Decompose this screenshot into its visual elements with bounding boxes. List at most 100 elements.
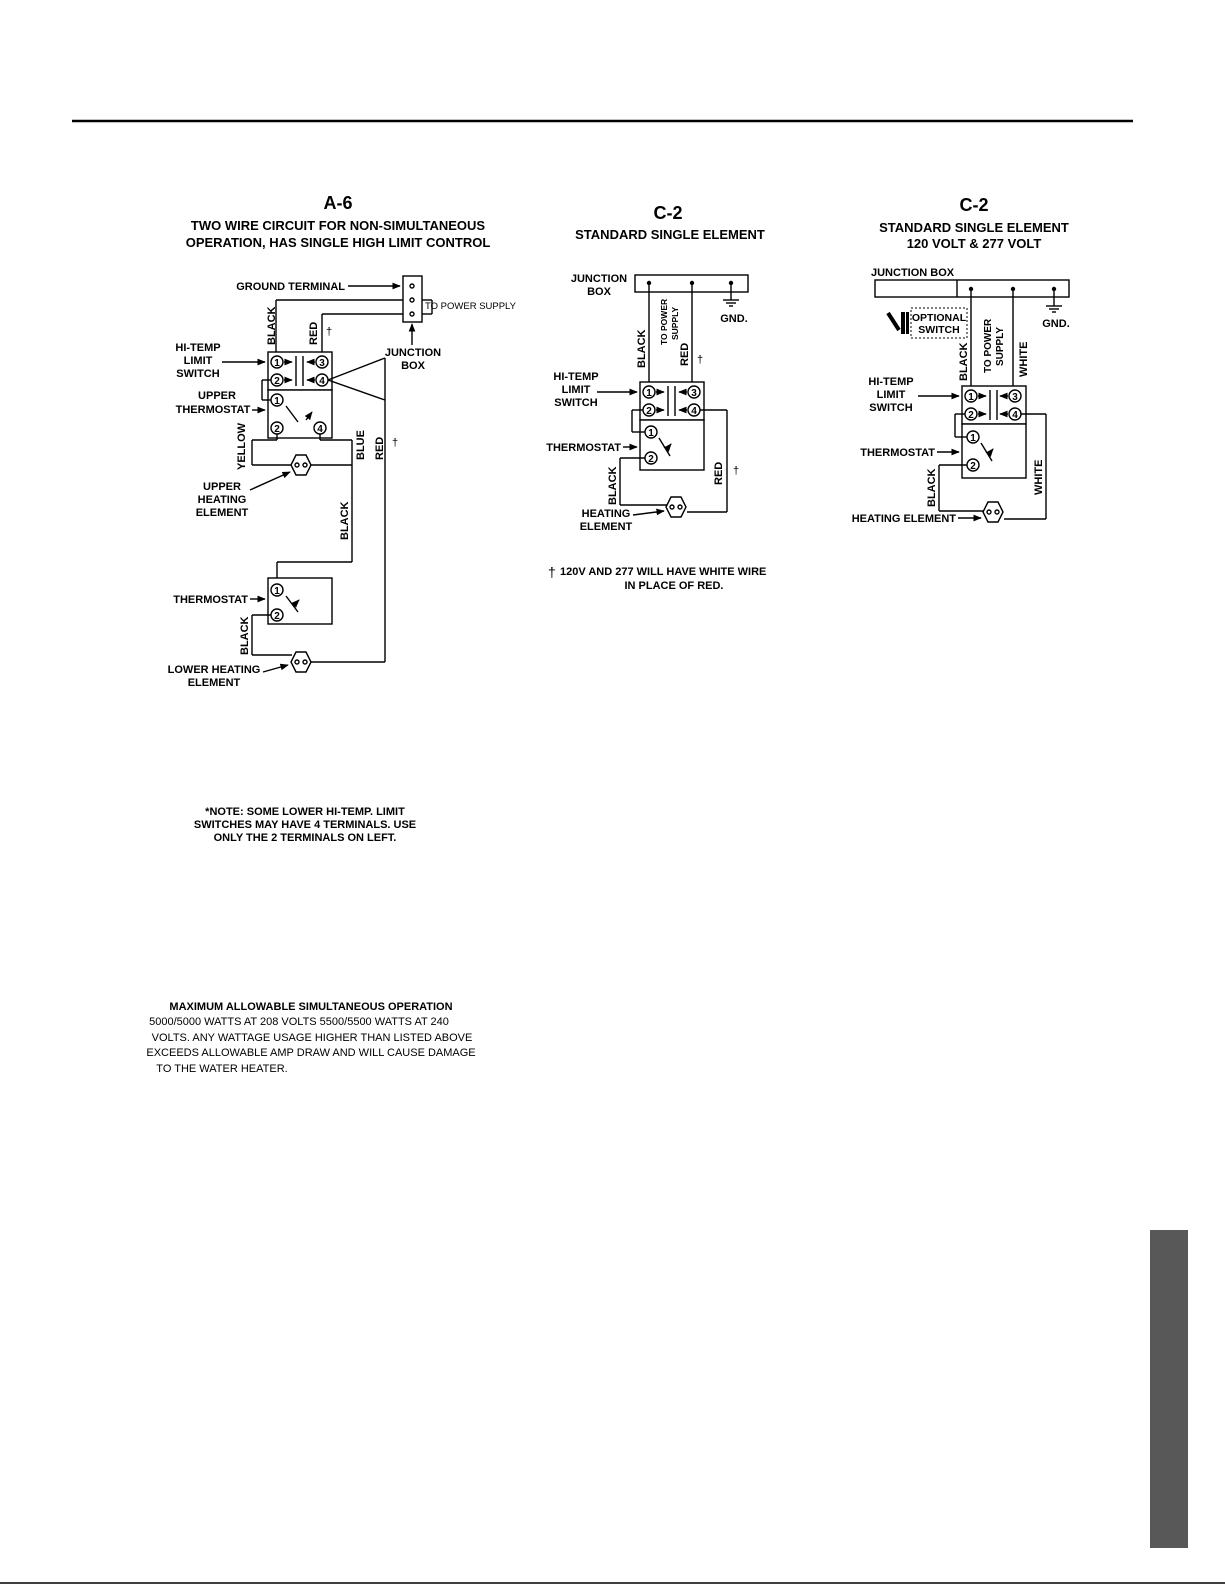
a6-ground-terminal: GROUND TERMINAL xyxy=(236,281,345,293)
c2a-hi-temp-label-2: LIMIT xyxy=(562,384,591,396)
c2a-heating-element xyxy=(665,496,687,518)
a6-switch-terminals: 1 2 3 4 xyxy=(270,355,329,387)
svg-text:4: 4 xyxy=(691,406,697,417)
c2a-wire-red: RED xyxy=(679,343,691,366)
a6-subtitle-2: OPERATION, HAS SINGLE HIGH LIMIT CONTROL xyxy=(186,235,491,250)
c2b-optional-switch-box xyxy=(910,307,968,339)
a6-junction-label-2: BOX xyxy=(401,360,426,372)
c2b-element-label: HEATING ELEMENT xyxy=(852,513,957,525)
a6-upper-element-label-3: ELEMENT xyxy=(196,507,249,519)
svg-text:1: 1 xyxy=(274,358,280,369)
c2a-junction-label-2: BOX xyxy=(587,286,612,298)
a6-wire-red-top: RED xyxy=(308,322,320,345)
c2a-note-dagger: † xyxy=(548,564,556,580)
c2b-to-power-2: SUPPLY xyxy=(995,327,1006,366)
a6-wire-black-top: BLACK xyxy=(266,306,278,345)
svg-text:2: 2 xyxy=(648,454,654,465)
c2a-element-label-1: HEATING xyxy=(582,508,631,520)
svg-text:4: 4 xyxy=(317,424,323,435)
c2b-heating-element xyxy=(982,501,1004,523)
c2b-title: C-2 xyxy=(959,195,988,215)
svg-text:4: 4 xyxy=(1012,410,1018,421)
a6-junction-label-1: JUNCTION xyxy=(385,347,441,359)
c2a-dagger-2: † xyxy=(733,465,739,477)
a6-hi-temp-label-3: SWITCH xyxy=(176,368,219,380)
c2a-wire-red-low: RED xyxy=(713,462,725,485)
c2a-subtitle: STANDARD SINGLE ELEMENT xyxy=(575,227,765,242)
c2b-wire-black: BLACK xyxy=(958,342,970,381)
c2b-hi-temp-label-3: SWITCH xyxy=(869,402,912,414)
c2a-thermostat xyxy=(639,419,705,471)
a6-dagger-1: † xyxy=(326,326,332,338)
c2b-gnd: GND. xyxy=(1042,318,1070,330)
c2b-hi-temp-switch xyxy=(961,385,1027,425)
svg-text:2: 2 xyxy=(970,461,976,472)
svg-text:2: 2 xyxy=(274,376,280,387)
diagram-a6: A-6 TWO WIRE CIRCUIT FOR NON-SIMULTANEOU… xyxy=(146,193,516,1075)
a6-to-power-supply: TO POWER SUPPLY xyxy=(425,301,517,312)
max-line-1: MAXIMUM ALLOWABLE SIMULTANEOUS OPERATION xyxy=(169,1001,452,1013)
svg-text:2: 2 xyxy=(646,406,652,417)
svg-text:3: 3 xyxy=(691,388,697,399)
c2a-hi-temp-label-1: HI-TEMP xyxy=(553,371,598,383)
a6-hi-temp-label-2: LIMIT xyxy=(184,355,213,367)
c2b-hi-temp-label-2: LIMIT xyxy=(877,389,906,401)
c2b-to-power-1: TO POWER xyxy=(983,318,994,373)
a6-lower-thermostat xyxy=(267,577,333,625)
c2a-thermostat-label: THERMOSTAT xyxy=(546,442,621,454)
c2b-switch-toggle-icon xyxy=(886,311,901,332)
a6-note-1: *NOTE: SOME LOWER HI-TEMP. LIMIT xyxy=(205,806,405,818)
c2a-hi-temp-switch xyxy=(639,381,705,421)
c2a-wire-black-low: BLACK xyxy=(607,466,619,505)
c2a-element-label-2: ELEMENT xyxy=(580,521,633,533)
c2b-optional-2: SWITCH xyxy=(918,324,959,336)
a6-wire-yellow: YELLOW xyxy=(236,422,248,470)
svg-text:3: 3 xyxy=(319,358,325,369)
c2a-junction-label-1: JUNCTION xyxy=(571,273,627,285)
a6-lower-element-label-2: ELEMENT xyxy=(188,677,241,689)
a6-wire-black-mid: BLACK xyxy=(339,501,351,540)
c2b-subtitle-1: STANDARD SINGLE ELEMENT xyxy=(879,220,1069,235)
a6-dagger-2: † xyxy=(392,437,398,449)
side-tab xyxy=(1150,1230,1188,1548)
a6-upper-thermostat xyxy=(267,389,333,439)
c2a-dagger-1: † xyxy=(697,354,703,366)
max-line-5: TO THE WATER HEATER. xyxy=(156,1063,287,1075)
c2b-subtitle-2: 120 VOLT & 277 VOLT xyxy=(907,236,1042,251)
diagram-c2-120-277: C-2 STANDARD SINGLE ELEMENT 120 VOLT & 2… xyxy=(852,195,1070,525)
a6-wire-blue: BLUE xyxy=(355,430,367,460)
a6-lower-element-label-1: LOWER HEATING xyxy=(168,664,261,676)
max-line-2: 5000/5000 WATTS AT 208 VOLTS 5500/5500 W… xyxy=(149,1016,449,1028)
a6-upper-element-label-1: UPPER xyxy=(203,481,241,493)
c2a-title: C-2 xyxy=(653,203,682,223)
c2b-thermostat xyxy=(961,423,1027,479)
c2b-hi-temp-label-1: HI-TEMP xyxy=(868,376,913,388)
a6-upper-heating-element xyxy=(290,454,312,476)
svg-text:1: 1 xyxy=(968,392,974,403)
c2a-hi-temp-label-3: SWITCH xyxy=(554,397,597,409)
c2b-wire-white-low: WHITE xyxy=(1033,460,1045,495)
a6-junction-box xyxy=(402,275,423,323)
svg-text:1: 1 xyxy=(648,428,654,439)
c2b-thermostat-label: THERMOSTAT xyxy=(860,447,935,459)
a6-wire-black-low: BLACK xyxy=(239,616,251,655)
svg-text:2: 2 xyxy=(274,611,280,622)
svg-text:1: 1 xyxy=(274,586,280,597)
c2a-wire-black: BLACK xyxy=(636,329,648,368)
a6-hi-temp-switch xyxy=(267,351,333,391)
c2b-optional-1: OPTIONAL xyxy=(912,312,967,324)
svg-text:2: 2 xyxy=(968,410,974,421)
a6-note-3: ONLY THE 2 TERMINALS ON LEFT. xyxy=(214,832,397,844)
a6-note-2: SWITCHES MAY HAVE 4 TERMINALS. USE xyxy=(194,819,416,831)
c2a-to-power-2: SUPPLY xyxy=(670,306,680,340)
svg-text:3: 3 xyxy=(1012,392,1018,403)
a6-wire-red-mid: RED xyxy=(374,437,386,460)
svg-text:4: 4 xyxy=(319,376,325,387)
a6-lower-heating-element xyxy=(290,651,312,673)
a6-hi-temp-label-1: HI-TEMP xyxy=(175,342,220,354)
svg-text:2: 2 xyxy=(274,424,280,435)
svg-text:1: 1 xyxy=(970,433,976,444)
a6-subtitle-1: TWO WIRE CIRCUIT FOR NON-SIMULTANEOUS xyxy=(191,218,485,233)
svg-text:1: 1 xyxy=(274,396,280,407)
